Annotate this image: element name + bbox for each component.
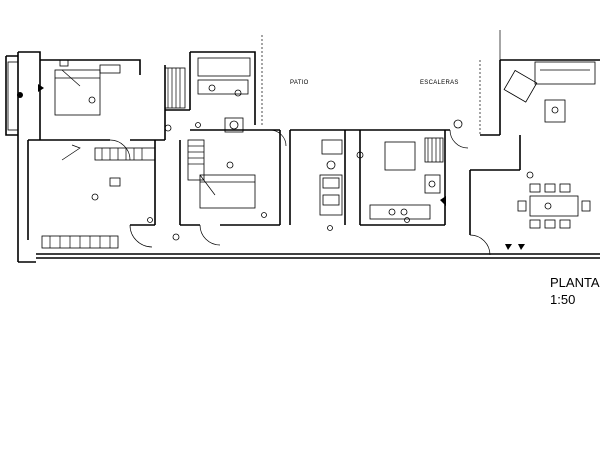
bedroom-2-furniture bbox=[172, 139, 267, 241]
bedroom-1-furniture bbox=[7, 59, 186, 132]
kitchen-furniture bbox=[319, 137, 446, 231]
bath-upper-furniture bbox=[195, 57, 251, 133]
escaleras-label: ESCALERAS bbox=[420, 80, 459, 86]
plan-scale: 1:50 bbox=[550, 292, 576, 307]
interior-walls bbox=[27, 51, 521, 240]
patio-boundary bbox=[261, 30, 501, 135]
outer-walls bbox=[5, 51, 600, 263]
lower-left-furniture bbox=[41, 144, 156, 249]
living-furniture bbox=[453, 61, 596, 250]
patio-label: PATIO bbox=[290, 80, 309, 86]
plan-title: PLANTA bbox=[550, 275, 600, 290]
door-swings bbox=[109, 129, 491, 256]
